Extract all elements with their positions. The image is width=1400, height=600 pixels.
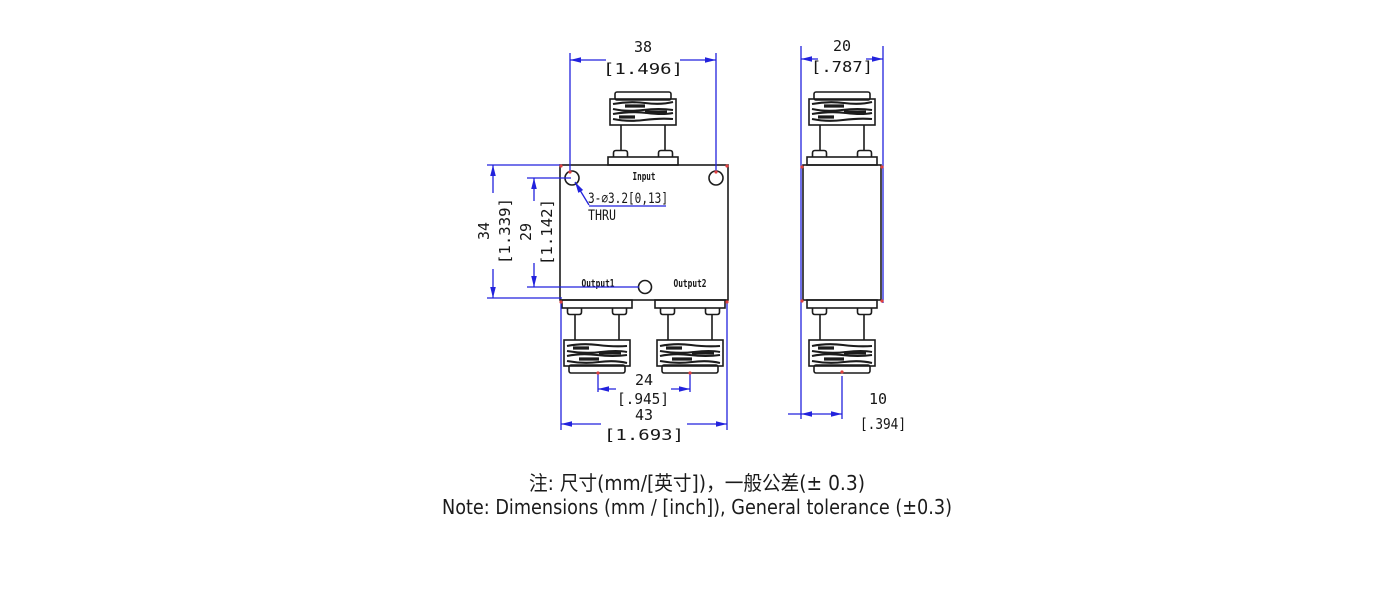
- note-zh: 注: 尺寸(mm/[英寸])，一般公差(± 0.3): [529, 471, 865, 495]
- dim-43-mm: 43: [635, 406, 653, 424]
- dim-24-inch: [.945]: [617, 390, 669, 408]
- dim-29-mm: 29: [517, 223, 535, 241]
- input-label: Input: [633, 170, 656, 183]
- mounting-hole-bottom: [637, 279, 653, 295]
- dim-20-inch: [.787]: [811, 58, 873, 76]
- defpoint-markers: [559, 164, 884, 375]
- output2-label: Output2: [674, 277, 707, 290]
- front-view: Input Output1 Output2: [559, 90, 729, 375]
- hole-callout-thru: THRU: [588, 208, 616, 224]
- side-body: [802, 164, 882, 301]
- dimension-output-spacing: 24 [.945]: [597, 371, 691, 408]
- output1-connector: [560, 298, 634, 375]
- side-view: [802, 90, 882, 375]
- dim-24-mm: 24: [635, 371, 653, 389]
- dimension-connector-offset: 10 [.394]: [788, 376, 906, 433]
- side-top-connector: [805, 90, 879, 167]
- dimension-hole-spacing-vertical: 29 [1.142]: [517, 177, 639, 288]
- dimension-body-depth: 20 [.787]: [800, 37, 884, 419]
- dim-38-inch: [1.496]: [603, 60, 683, 78]
- dim-34-inch: [1.339]: [496, 198, 514, 264]
- input-connector: [606, 90, 680, 167]
- dim-43-inch: [1.693]: [604, 426, 684, 444]
- dim-34-mm: 34: [475, 222, 493, 240]
- drawing-notes: 注: 尺寸(mm/[英寸])，一般公差(± 0.3) Note: Dimensi…: [442, 471, 952, 519]
- dim-20-mm: 20: [833, 37, 851, 55]
- dimension-hole-spacing-horizontal: 38 [1.496]: [569, 38, 717, 171]
- note-en: Note: Dimensions (mm / [inch]), General …: [442, 495, 952, 519]
- dim-29-inch: [1.142]: [538, 199, 556, 265]
- dimension-overall-width: 43 [1.693]: [560, 303, 728, 444]
- output2-connector: [653, 298, 727, 375]
- hole-callout: 3-∅3.2[0,13] THRU: [572, 180, 668, 224]
- dim-10-mm: 10: [869, 390, 887, 408]
- dim-10-inch: [.394]: [860, 415, 906, 433]
- hole-callout-spec: 3-∅3.2[0,13]: [588, 191, 668, 207]
- dimension-body-height: 34 [1.339]: [475, 164, 562, 299]
- dim-38-mm: 38: [634, 38, 652, 56]
- output1-label: Output1: [582, 277, 615, 290]
- side-bottom-connector: [805, 298, 879, 375]
